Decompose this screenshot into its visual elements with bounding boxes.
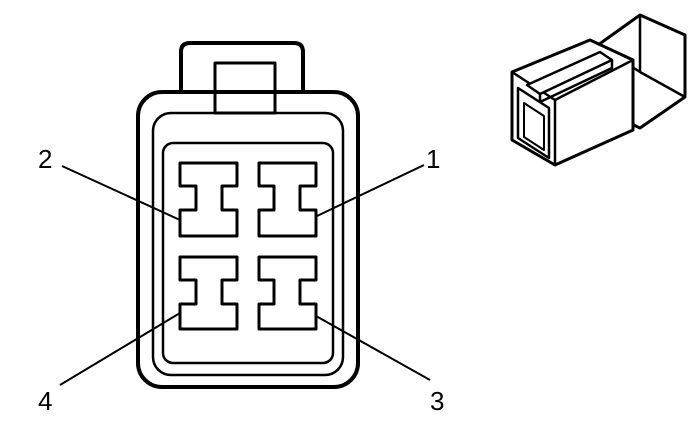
leader-line-1 — [316, 164, 425, 217]
locking-tab — [179, 41, 305, 92]
connector-face — [136, 41, 360, 389]
connector-3d-view — [510, 13, 687, 167]
pin-label-1: 1 — [426, 144, 440, 174]
pin-label-4: 4 — [38, 386, 52, 416]
pin-label-3: 3 — [430, 386, 444, 416]
terminal-cavity-3 — [257, 255, 318, 331]
leader-line-3 — [315, 315, 431, 381]
leader-line-2 — [61, 165, 181, 221]
terminal-cavity-1 — [257, 161, 318, 238]
connector-cavity-border — [161, 141, 335, 365]
leader-line-4 — [59, 312, 181, 386]
pin-label-2: 2 — [38, 144, 52, 174]
terminal-cavity-4 — [178, 255, 239, 331]
leader-lines — [59, 164, 431, 386]
connector-housing-outer — [136, 90, 360, 389]
terminal-cavity-2 — [178, 161, 239, 238]
connector-front-opening-inner — [523, 102, 545, 151]
connector-housing-inner — [151, 111, 345, 377]
